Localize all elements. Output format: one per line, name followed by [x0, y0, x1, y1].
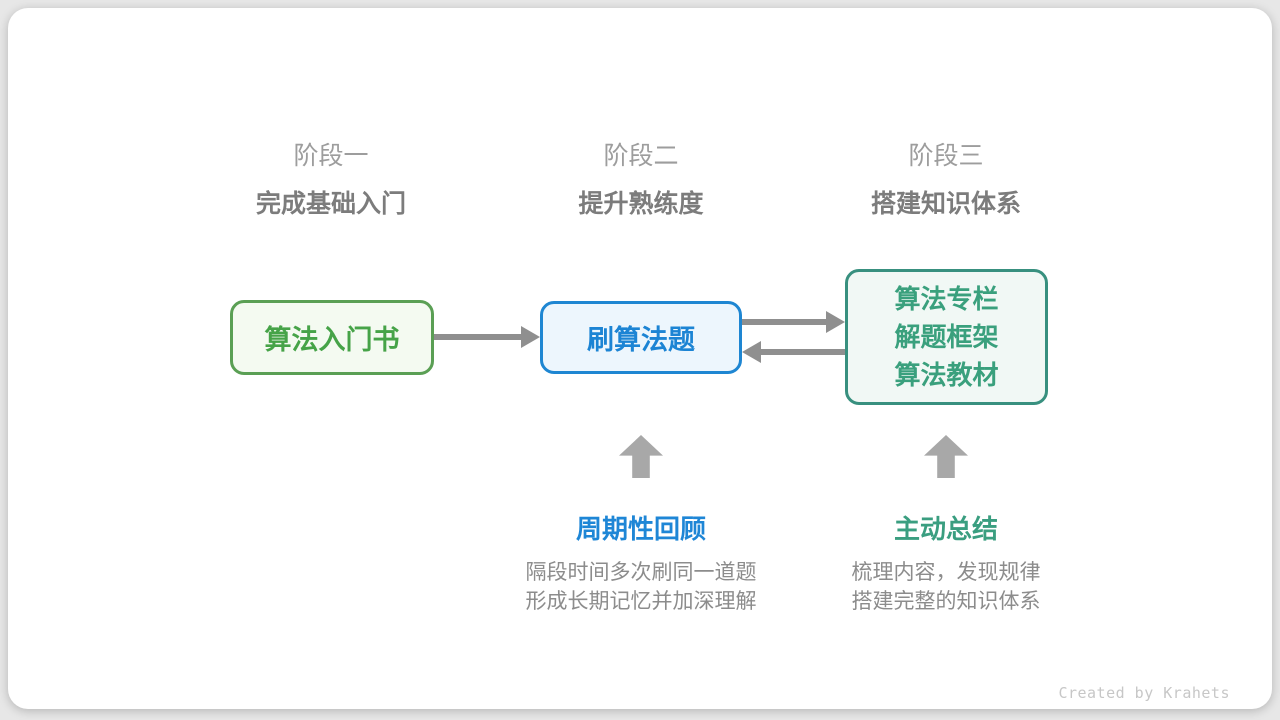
annotation-review-title: 周期性回顾	[575, 514, 706, 544]
arrow-line	[761, 349, 845, 355]
stage-1-title: 完成基础入门	[255, 190, 406, 218]
credit-text: Created by Krahets	[1058, 684, 1230, 702]
annotation-summarize-desc-line-1: 梳理内容，发现规律	[851, 561, 1041, 584]
annotation-review-desc-line-2: 形成长期记忆并加深理解	[525, 590, 757, 613]
arrow-head-right-icon	[826, 311, 845, 333]
up-arrow-review-icon	[619, 435, 663, 478]
arrow-head-left-icon	[742, 341, 761, 363]
diagram-card: 阶段一 完成基础入门 阶段二 提升熟练度 阶段三 搭建知识体系 算法入门书 刷算…	[8, 8, 1272, 709]
arrow-practice-to-sources-icon	[742, 311, 845, 333]
node-knowledge-sources-line-3: 算法教材	[894, 360, 999, 390]
node-practice-problems: 刷算法题	[540, 301, 742, 374]
annotation-review-desc-line-1: 隔段时间多次刷同一道题	[525, 561, 757, 584]
stage-1-label: 阶段一	[293, 142, 369, 170]
node-knowledge-sources-line-2: 解题框架	[894, 322, 999, 352]
arrow-line	[742, 319, 826, 325]
up-arrow-summarize-icon	[924, 435, 968, 478]
annotation-summarize-desc: 梳理内容，发现规律 搭建完整的知识体系	[776, 558, 1116, 616]
node-intro-book: 算法入门书	[230, 300, 434, 375]
node-intro-book-label: 算法入门书	[264, 325, 400, 355]
stage-2-title: 提升熟练度	[578, 190, 704, 218]
stage-3-label: 阶段三	[908, 142, 984, 170]
annotation-summarize-desc-line-2: 搭建完整的知识体系	[851, 590, 1041, 613]
annotation-review-desc: 隔段时间多次刷同一道题 形成长期记忆并加深理解	[471, 558, 811, 616]
arrow-line	[434, 334, 521, 340]
arrow-intro-to-practice-icon	[434, 326, 540, 348]
node-practice-problems-label: 刷算法题	[587, 325, 695, 355]
stage-2-label: 阶段二	[603, 142, 679, 170]
node-knowledge-sources: 算法专栏 解题框架 算法教材	[845, 269, 1048, 405]
arrow-head-right-icon	[521, 326, 540, 348]
annotation-summarize-title: 主动总结	[893, 514, 998, 544]
node-knowledge-sources-line-1: 算法专栏	[894, 284, 999, 314]
arrow-sources-to-practice-icon	[742, 341, 845, 363]
stage-3-title: 搭建知识体系	[870, 190, 1021, 218]
